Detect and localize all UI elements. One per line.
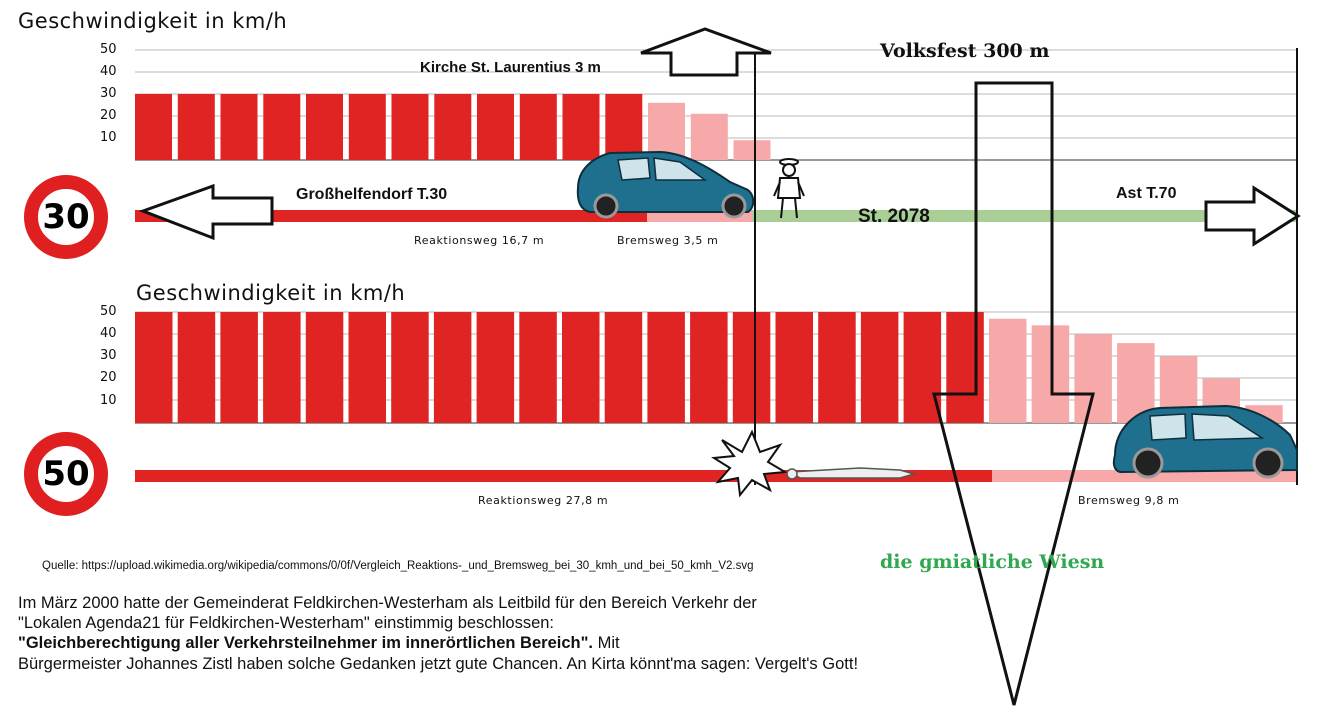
chart2-braking-label: Bremsweg 9,8 m xyxy=(1078,494,1180,507)
chart2-reaction-label: Reaktionsweg 27,8 m xyxy=(478,494,609,507)
arrow-up-kirche-icon xyxy=(640,27,772,77)
chart2-braking-bar xyxy=(989,318,1027,423)
chart1-tick-20: 20 xyxy=(100,108,117,123)
chart2-reaction-bar xyxy=(562,312,600,423)
chart1-reaction-bar xyxy=(391,94,429,160)
chart1-reaction-bar xyxy=(263,94,301,160)
chart2-reaction-bar xyxy=(476,312,515,423)
source-note: Quelle: https://upload.wikimedia.org/wik… xyxy=(42,560,754,572)
chart2-reaction-bar xyxy=(818,312,856,423)
chart1-reaction-label: Reaktionsweg 16,7 m xyxy=(414,234,545,247)
chart1-tick-10: 10 xyxy=(100,130,117,145)
chart2-reaction-bar xyxy=(135,312,173,423)
chart2-tick-20: 20 xyxy=(100,370,117,385)
label-st2078: St. 2078 xyxy=(858,206,930,227)
paragraph-line-2: "Lokalen Agenda21 für Feldkirchen-Wester… xyxy=(18,614,555,632)
speed-limit-50-sign: 50 xyxy=(24,432,108,516)
chart1-reaction-bar xyxy=(477,94,514,160)
paragraph-line-1: Im März 2000 hatte der Gemeinderat Feldk… xyxy=(18,594,757,612)
car-30-icon xyxy=(576,150,755,219)
label-grosshelfendorf: Großhelfendorf T.30 xyxy=(296,186,448,203)
chart2-reaction-bar xyxy=(903,312,942,423)
chart2-tick-40: 40 xyxy=(100,326,117,341)
chart2-reaction-bar xyxy=(433,312,472,423)
chart2-bars xyxy=(135,312,1283,423)
chart1-tick-40: 40 xyxy=(100,64,117,79)
chart1-reaction-bar xyxy=(306,94,343,160)
label-wiesn: die gmiatliche Wiesn xyxy=(880,551,1105,573)
speed-limit-30-sign: 30 xyxy=(24,175,108,259)
chart2-reaction-bar xyxy=(946,312,984,423)
chart1-reaction-bar xyxy=(519,94,557,160)
chart2-title: Geschwindigkeit in km/h xyxy=(136,281,406,305)
chart2-braking-bar xyxy=(1074,334,1112,423)
road-st2078 xyxy=(752,210,1298,222)
impact-burst-icon xyxy=(710,429,789,498)
chart2-reaction-bar xyxy=(604,312,643,423)
chart2-reaction-bar xyxy=(177,312,216,423)
label-volksfest: Volksfest 300 m xyxy=(880,40,1050,62)
chart1-reaction-bar xyxy=(177,94,215,160)
arrow-down-volksfest-icon xyxy=(932,81,1095,706)
chart1-title: Geschwindigkeit in km/h xyxy=(18,9,288,33)
car-50-icon xyxy=(1112,404,1298,479)
chart2-tick-30: 30 xyxy=(100,348,117,363)
arrow-right-ast-icon xyxy=(1204,185,1301,247)
chart2-reaction-bar xyxy=(690,312,728,423)
chart2-reaction-bar xyxy=(348,312,386,423)
chart2-reaction-bar xyxy=(775,312,813,423)
chart2-reaction-bar xyxy=(732,312,771,423)
chart1-braking-label: Bremsweg 3,5 m xyxy=(617,234,719,247)
fallen-person-icon xyxy=(786,467,917,480)
chart2-reaction-bar xyxy=(860,312,899,423)
chart1-reaction-bar xyxy=(348,94,386,160)
label-ast: Ast T.70 xyxy=(1116,185,1177,202)
chart2-reaction-bar xyxy=(519,312,557,423)
chart1-tick-30: 30 xyxy=(100,86,117,101)
paragraph-line-3: "Gleichberechtigung aller Verkehrsteilne… xyxy=(18,634,620,653)
chart1-reaction-bar xyxy=(220,94,258,160)
chart1-reaction-bar xyxy=(135,94,172,160)
chart2-tick-10: 10 xyxy=(100,393,117,408)
chart2-reaction-bar xyxy=(220,312,258,423)
chart1-braking-bar xyxy=(733,140,771,160)
chart1-reaction-bar xyxy=(605,94,643,160)
pedestrian-icon xyxy=(773,158,805,219)
paragraph-line-4: Bürgermeister Johannes Zistl haben solch… xyxy=(18,655,859,673)
paragraph-line-3-rest: Mit xyxy=(593,634,620,652)
chart1-bars xyxy=(135,94,771,160)
chart2-reaction-bar xyxy=(263,312,301,423)
chart1-tick-50: 50 xyxy=(100,42,117,57)
chart1-braking-bar xyxy=(648,102,685,160)
chart2-braking-bar xyxy=(1031,325,1070,423)
arrow-left-grosshelfendorf-icon xyxy=(138,183,274,241)
chart2-reaction-bar xyxy=(391,312,429,423)
chart2-reaction-bar xyxy=(647,312,685,423)
chart2-tick-50: 50 xyxy=(100,304,117,319)
chart1-reaction-bar xyxy=(562,94,600,160)
chart2-reaction-bar xyxy=(305,312,344,423)
chart1-reaction-bar xyxy=(434,94,472,160)
chart1-braking-bar xyxy=(690,113,728,160)
label-kirche: Kirche St. Laurentius 3 m xyxy=(420,59,601,76)
paragraph-leitbild-quote: "Gleichberechtigung aller Verkehrsteilne… xyxy=(18,634,593,652)
